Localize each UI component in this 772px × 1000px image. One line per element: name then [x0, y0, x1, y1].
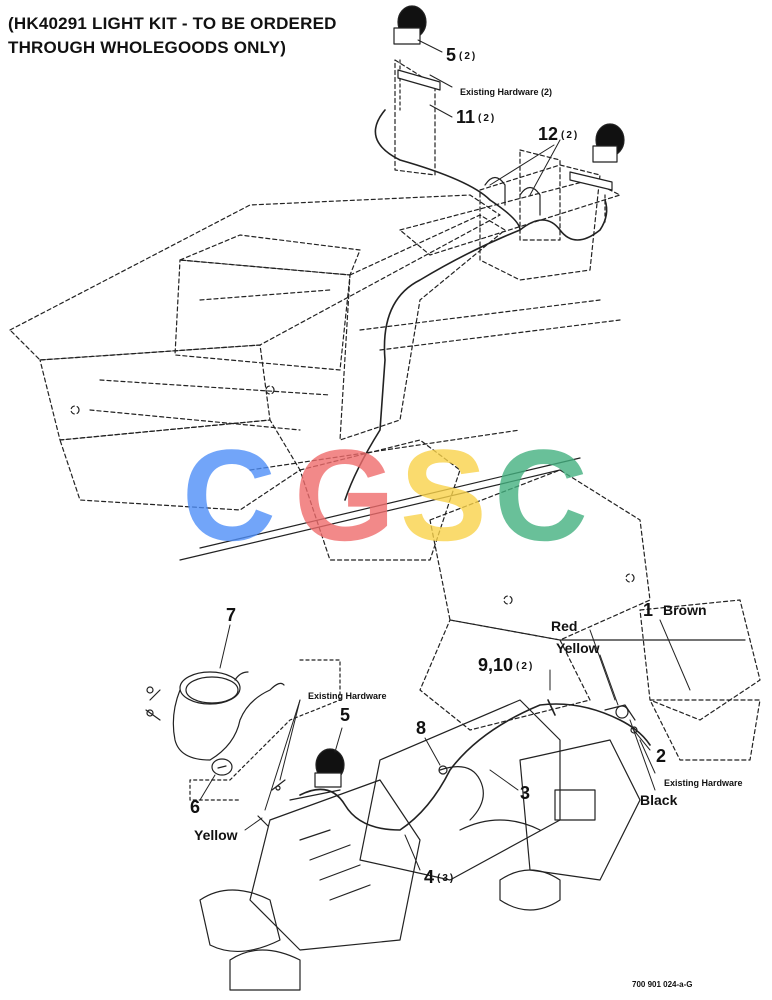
harness-clamps [484, 176, 541, 216]
tractor-frame-outline [9, 164, 761, 761]
coiled-harness-7 [145, 671, 285, 761]
watermark-letter-c1: C [182, 440, 276, 560]
label-yellow-wire-right: Yellow [556, 640, 600, 656]
callout-number: 9,10 [478, 655, 514, 675]
callout-leaders [199, 39, 691, 871]
watermark-letter-c2: C [494, 440, 588, 560]
label-existing-hardware-top: Existing Hardware (2) [460, 87, 553, 97]
callout-5-rear: 5 [340, 706, 350, 724]
callout-5-top: 5(2) [446, 46, 477, 64]
callout-11: 11(2) [456, 108, 496, 126]
callout-12: 12(2) [538, 125, 579, 143]
connector-2 [604, 704, 638, 734]
callout-9-10: 9,10(2) [478, 656, 534, 674]
callout-number: 5 [446, 45, 457, 65]
label-existing-hardware-left: Existing Hardware [308, 691, 387, 701]
callout-6: 6 [190, 798, 200, 816]
existing-hardware-bracket-left [189, 659, 341, 827]
watermark-letter-g: G [294, 440, 395, 560]
callout-4: 4(3) [424, 868, 455, 886]
callout-qty: (3) [437, 873, 456, 884]
label-red-wire: Red [551, 618, 578, 634]
clamp-8 [438, 765, 484, 821]
callout-qty: (2) [561, 130, 580, 141]
callout-number: 2 [656, 746, 667, 766]
callout-8: 8 [416, 719, 426, 737]
callout-number: 12 [538, 124, 559, 144]
callout-qty: (2) [516, 661, 535, 672]
cgsc-watermark: C G S C [182, 422, 602, 568]
top-left-work-light [393, 5, 441, 111]
callout-number: 4 [424, 867, 435, 887]
callout-number: 8 [416, 718, 427, 738]
label-brown-wire: Brown [663, 602, 707, 618]
diagram-title: (HK40291 LIGHT KIT - TO BE ORDERED THROU… [8, 12, 337, 60]
label-black-wire: Black [640, 792, 678, 808]
label-yellow-wire-left: Yellow [194, 827, 238, 843]
drawing-reference-number: 700 901 024-a-G [632, 980, 693, 989]
watermark-letters: C G S C [182, 422, 588, 568]
top-right-work-light [569, 123, 625, 226]
callout-7: 7 [226, 606, 236, 624]
callout-number: 11 [456, 107, 476, 127]
callout-qty: (2) [459, 51, 478, 62]
callout-3: 3 [520, 784, 530, 802]
callout-number: 6 [190, 797, 201, 817]
watermark-letter-s: S [400, 440, 487, 560]
callout-1: 1 [643, 601, 653, 619]
rear-work-light [289, 748, 345, 801]
title-line-2: THROUGH WHOLEGOODS ONLY) [8, 38, 287, 57]
label-existing-hardware-right: Existing Hardware [664, 778, 743, 788]
lens-decal-6 [211, 758, 233, 776]
rear-axle-housing [179, 457, 746, 991]
callout-number: 3 [520, 783, 531, 803]
callout-number: 7 [226, 605, 237, 625]
callout-number: 1 [643, 600, 654, 620]
callout-2: 2 [656, 747, 666, 765]
callout-qty: (2) [478, 113, 497, 124]
title-line-1: (HK40291 LIGHT KIT - TO BE ORDERED [8, 14, 337, 33]
callout-number: 5 [340, 705, 351, 725]
